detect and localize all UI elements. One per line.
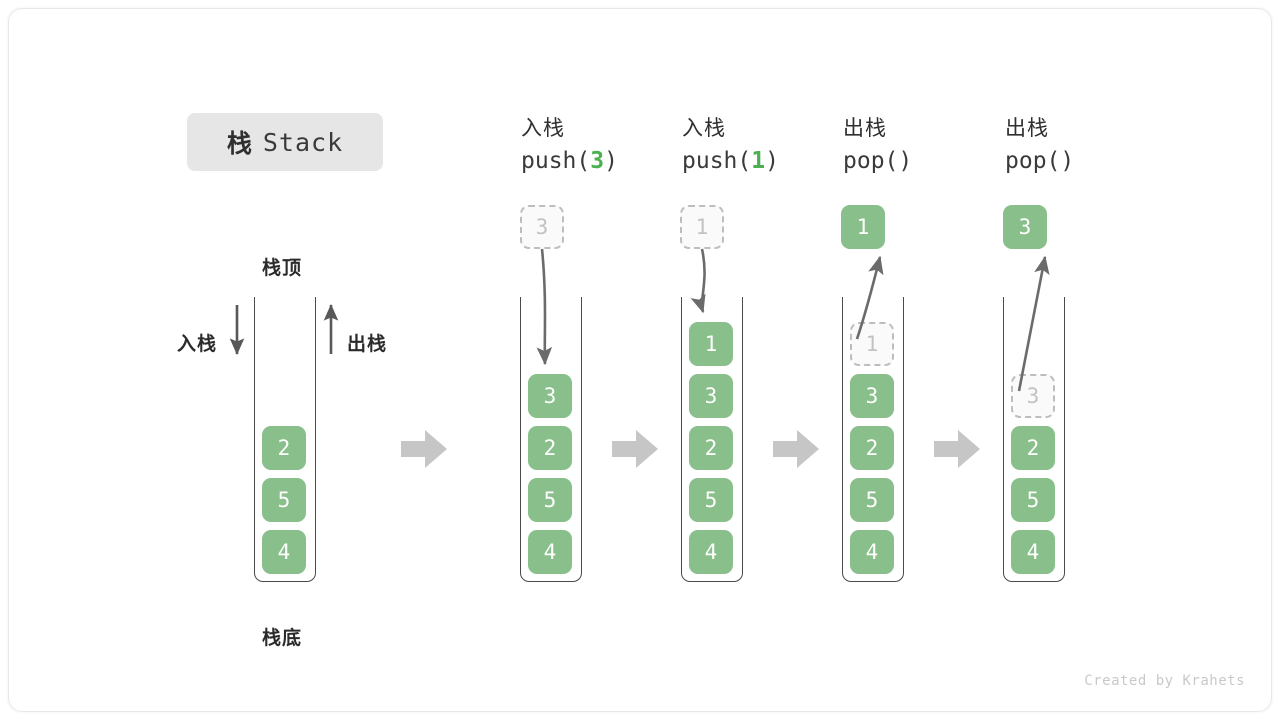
stack-cell: 2 bbox=[689, 426, 733, 470]
diagram-canvas: 栈 Stack 栈顶 栈底 入栈 出栈 入栈 push(3) 入栈 push(1… bbox=[8, 8, 1272, 712]
fn-prefix: pop( bbox=[843, 148, 899, 174]
stack-cell: 2 bbox=[528, 426, 572, 470]
step-op-label: 出栈 bbox=[1005, 117, 1049, 140]
stack-cell: 5 bbox=[528, 478, 572, 522]
step-header-4: 出栈 pop() bbox=[1005, 114, 1165, 178]
title-badge: 栈 Stack bbox=[187, 113, 383, 171]
step-fn-label: pop() bbox=[1005, 144, 1165, 178]
step-op-label: 入栈 bbox=[682, 117, 726, 140]
separator-arrow-2 bbox=[612, 430, 658, 468]
title-en: Stack bbox=[262, 127, 344, 157]
credit-text: Created by Krahets bbox=[1084, 673, 1245, 689]
stack-container-after-pop-3 bbox=[1003, 297, 1065, 582]
title-cn: 栈 bbox=[226, 130, 253, 158]
fn-suffix: ) bbox=[604, 148, 618, 174]
step-header-3: 出栈 pop() bbox=[843, 114, 1003, 178]
stack-cell: 5 bbox=[262, 478, 306, 522]
separator-arrow-4 bbox=[934, 430, 980, 468]
stack-container-after-pop-1 bbox=[842, 297, 904, 582]
step-fn-label: push(1) bbox=[682, 144, 842, 178]
step-fn-label: pop() bbox=[843, 144, 1003, 178]
incoming-element-push-1: 1 bbox=[680, 205, 724, 249]
stack-cell: 5 bbox=[1011, 478, 1055, 522]
fn-arg: 1 bbox=[751, 148, 766, 174]
stack-cell: 4 bbox=[1011, 530, 1055, 574]
fn-suffix: ) bbox=[1060, 148, 1075, 174]
stack-container-after-push-3 bbox=[520, 297, 582, 582]
separator-arrow-3 bbox=[773, 430, 819, 468]
stack-cell: 2 bbox=[850, 426, 894, 470]
stack-container-after-push-1 bbox=[681, 297, 743, 582]
label-pop-side: 出栈 bbox=[347, 334, 388, 355]
stack-cell: 3 bbox=[689, 374, 733, 418]
fn-prefix: push( bbox=[521, 148, 591, 174]
stack-cell-removed: 1 bbox=[850, 322, 894, 366]
fn-arg: 3 bbox=[590, 148, 605, 174]
separator-arrow-1 bbox=[401, 430, 447, 468]
label-stack-top: 栈顶 bbox=[262, 258, 303, 279]
fn-suffix: ) bbox=[898, 148, 913, 174]
label-stack-bottom: 栈底 bbox=[262, 628, 303, 649]
stack-cell-removed: 3 bbox=[1011, 374, 1055, 418]
popped-element-3: 3 bbox=[1003, 205, 1047, 249]
fn-prefix: pop( bbox=[1005, 148, 1061, 174]
step-header-2: 入栈 push(1) bbox=[682, 114, 842, 178]
stack-cell: 2 bbox=[262, 426, 306, 470]
stack-cell: 4 bbox=[689, 530, 733, 574]
step-fn-label: push(3) bbox=[521, 144, 681, 178]
step-op-label: 出栈 bbox=[843, 117, 887, 140]
fn-suffix: ) bbox=[765, 148, 779, 174]
stack-container-initial bbox=[254, 297, 316, 582]
incoming-element-push-3: 3 bbox=[520, 205, 564, 249]
stack-cell: 3 bbox=[528, 374, 572, 418]
stack-cell: 1 bbox=[689, 322, 733, 366]
label-push-side: 入栈 bbox=[177, 334, 218, 355]
stack-cell: 3 bbox=[850, 374, 894, 418]
step-op-label: 入栈 bbox=[521, 117, 565, 140]
stack-cell: 4 bbox=[528, 530, 572, 574]
popped-element-1: 1 bbox=[841, 205, 885, 249]
stack-cell: 5 bbox=[689, 478, 733, 522]
stack-cell: 5 bbox=[850, 478, 894, 522]
step-header-1: 入栈 push(3) bbox=[521, 114, 681, 178]
stack-cell: 4 bbox=[850, 530, 894, 574]
stack-cell: 4 bbox=[262, 530, 306, 574]
fn-prefix: push( bbox=[682, 148, 752, 174]
stack-cell: 2 bbox=[1011, 426, 1055, 470]
